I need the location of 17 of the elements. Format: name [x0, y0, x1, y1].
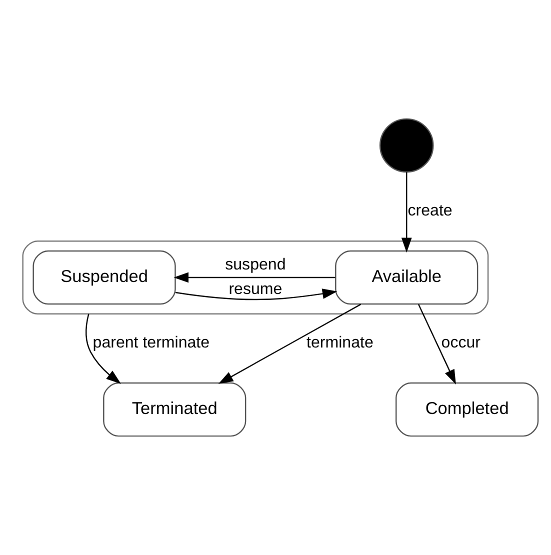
arrow [401, 172, 412, 253]
node-box: Completed [396, 382, 539, 437]
edge-label: terminate [306, 334, 374, 352]
arrow [86, 314, 122, 384]
node-box: Terminated [103, 382, 246, 437]
cluster [22, 240, 489, 315]
arrow [174, 272, 336, 283]
arrow [218, 304, 362, 384]
arrow [175, 288, 338, 300]
node-box: Suspended [32, 250, 176, 305]
node-circle [379, 118, 434, 173]
edge-label: create [408, 202, 452, 220]
edge-label: resume [228, 280, 282, 298]
edge-label: parent terminate [92, 334, 210, 352]
node-box: Available [335, 250, 478, 305]
edge-label: suspend [225, 255, 286, 274]
edge-label: occur [441, 334, 481, 352]
